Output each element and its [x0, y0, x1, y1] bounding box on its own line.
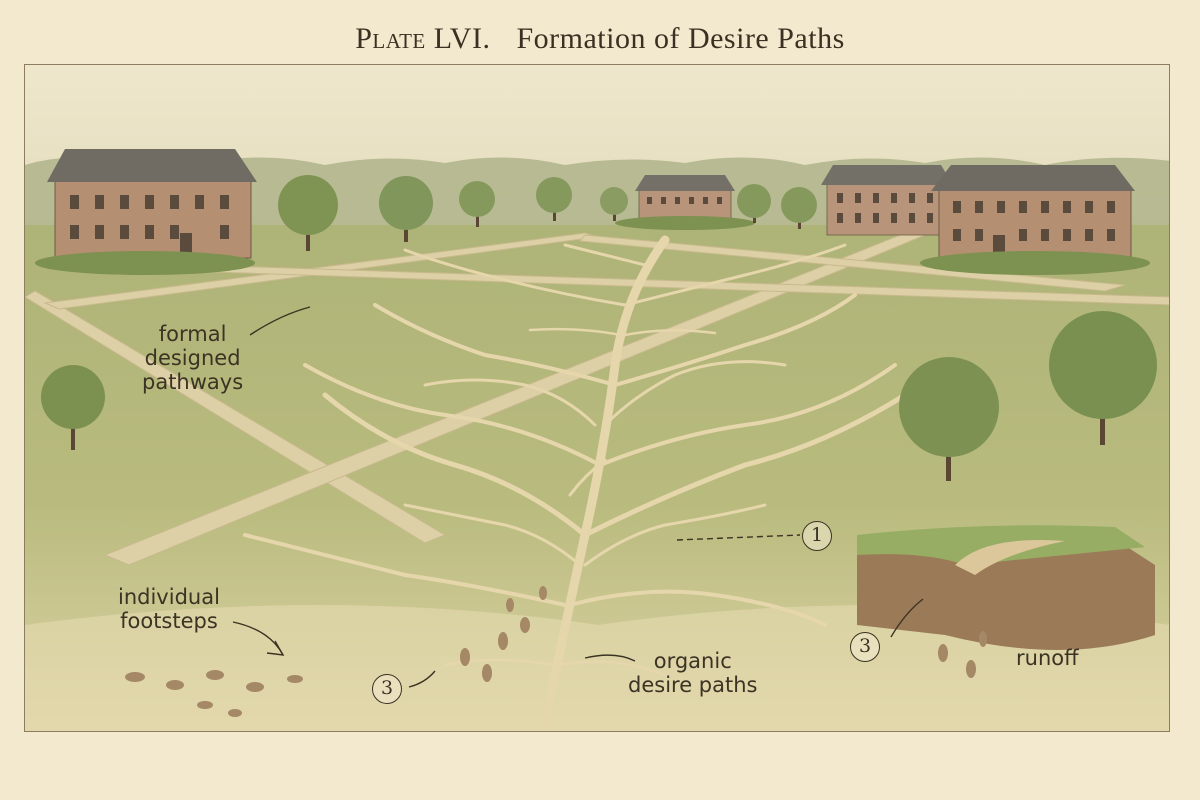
label-formal-text: formal designed pathways	[142, 322, 244, 394]
label-formal-pathways: formal designed pathways	[142, 322, 243, 394]
footprints-center	[460, 586, 547, 682]
soil-cross-section	[857, 525, 1155, 650]
tree	[600, 187, 628, 221]
leader-lines	[232, 306, 924, 688]
shrubs	[35, 216, 1150, 275]
plate-number: Plate LVI.	[355, 22, 491, 55]
building-left	[47, 149, 257, 259]
tree	[379, 176, 433, 242]
building-center	[635, 175, 735, 222]
footprints-right	[938, 631, 987, 678]
marker-3-right: 3	[850, 632, 880, 662]
building-right-front	[931, 165, 1135, 260]
plate-caption: Formation of Desire Paths	[516, 22, 845, 55]
label-individual-footsteps: individual footsteps	[118, 585, 220, 633]
tree	[781, 187, 817, 229]
formal-walkways	[25, 232, 1169, 566]
marker-3-center: 3	[372, 674, 402, 704]
illustration-frame	[24, 64, 1170, 732]
label-runoff: runoff	[1016, 646, 1079, 670]
label-footsteps-text: individual footsteps	[118, 585, 220, 633]
tree	[278, 175, 338, 251]
campus-illustration	[25, 65, 1169, 731]
tree	[899, 357, 999, 481]
building-right-back	[821, 165, 953, 236]
tree	[737, 184, 771, 223]
desire-paths	[243, 235, 908, 730]
tree	[41, 365, 105, 450]
plate-title: Plate LVI. Formation of Desire Paths	[0, 22, 1200, 56]
footprints-left	[125, 670, 303, 717]
marker-1: 1	[802, 521, 832, 551]
trees	[41, 175, 1157, 481]
lower-fade	[25, 605, 1169, 731]
label-organic-desire-paths: organic desire paths	[628, 649, 757, 697]
tree	[536, 177, 572, 221]
tree	[1049, 311, 1157, 445]
tree	[459, 181, 495, 227]
label-organic-text: organic desire paths	[628, 649, 758, 697]
